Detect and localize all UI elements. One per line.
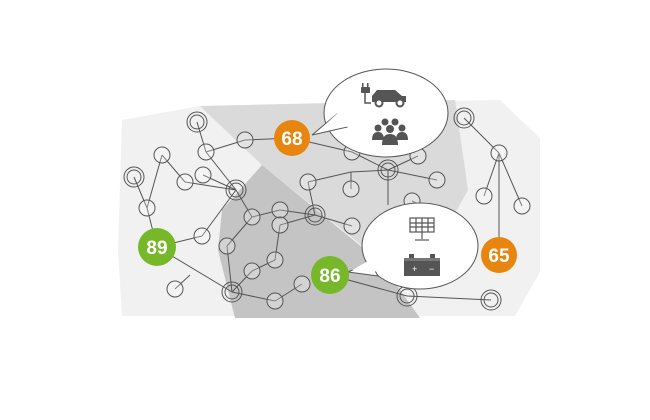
network-line — [251, 209, 281, 218]
network-line — [279, 209, 316, 216]
network-line — [406, 295, 492, 301]
network-line — [307, 181, 316, 216]
badge-86[interactable]: 86 — [311, 256, 349, 294]
svg-text:−: − — [429, 264, 434, 274]
network-node — [218, 237, 236, 255]
svg-text:86: 86 — [319, 266, 340, 287]
network-node — [236, 131, 254, 149]
network-line — [196, 121, 207, 153]
network-node — [299, 173, 317, 191]
network-line — [146, 154, 163, 209]
hub-node-outer — [377, 159, 399, 181]
network-node — [243, 262, 261, 280]
svg-text:68: 68 — [281, 129, 302, 150]
battery-icon: + − — [404, 254, 440, 276]
network-node — [271, 201, 289, 219]
svg-text:+: + — [412, 264, 417, 274]
network-node — [194, 166, 212, 184]
network-line — [279, 214, 316, 226]
network-node — [271, 216, 289, 234]
hub-node-inner — [456, 110, 472, 126]
hub-node-outer — [186, 111, 208, 133]
network-line — [314, 214, 353, 227]
hub-node-outer — [480, 289, 502, 311]
network-line — [184, 181, 237, 191]
network-node — [266, 251, 284, 269]
network-line — [161, 154, 186, 183]
network-node — [490, 144, 508, 162]
callout-ev-community — [311, 68, 449, 158]
hub-node-inner — [380, 162, 396, 178]
people-group-icon — [372, 118, 408, 145]
network-line — [205, 139, 246, 153]
hub-node-outer — [123, 166, 145, 188]
svg-text:89: 89 — [146, 238, 167, 259]
network-node — [243, 208, 261, 226]
network-line — [174, 274, 191, 290]
network-node — [513, 197, 531, 215]
hub-node-outer — [225, 179, 247, 201]
network-line — [133, 176, 148, 209]
svg-text:65: 65 — [488, 246, 510, 267]
hub-node-outer — [304, 204, 326, 226]
network-line — [231, 270, 253, 293]
network-line — [498, 152, 523, 207]
network-line — [387, 155, 419, 171]
network-node — [197, 143, 215, 161]
hub-node-outer — [221, 281, 243, 303]
network-node — [293, 275, 311, 293]
network-line — [202, 174, 237, 191]
network-node — [266, 292, 284, 310]
hub-node-inner — [399, 288, 415, 304]
network-line — [235, 189, 253, 218]
network-node — [153, 146, 171, 164]
hub-node-inner — [189, 114, 205, 130]
hub-node-inner — [228, 182, 244, 198]
network-line — [226, 216, 253, 247]
hub-node-inner — [126, 169, 142, 185]
network-node — [193, 227, 211, 245]
solar-panel-icon — [409, 217, 435, 241]
hub-node-outer — [453, 107, 475, 129]
network-node — [343, 217, 361, 235]
network-line — [350, 169, 389, 173]
network-node — [166, 280, 184, 298]
hub-node-inner — [224, 284, 240, 300]
hub-node-inner — [483, 292, 499, 308]
ev-charging-car-icon — [361, 83, 406, 108]
badge-89[interactable]: 89 — [138, 228, 176, 266]
network-line — [274, 283, 303, 302]
hub-node-inner — [307, 207, 323, 223]
network-line — [307, 171, 352, 183]
network-nodes — [123, 107, 531, 311]
callout-solar-storage: + − — [346, 202, 479, 290]
network-line — [274, 224, 281, 261]
badge-68[interactable]: 68 — [274, 120, 310, 156]
network-node — [475, 187, 493, 205]
region-dark — [218, 165, 420, 318]
network-node — [342, 180, 360, 198]
network-line — [251, 259, 276, 272]
network-node — [428, 171, 446, 189]
network-node — [138, 199, 156, 217]
badge-65[interactable]: 65 — [481, 237, 517, 273]
network-node — [176, 173, 194, 191]
